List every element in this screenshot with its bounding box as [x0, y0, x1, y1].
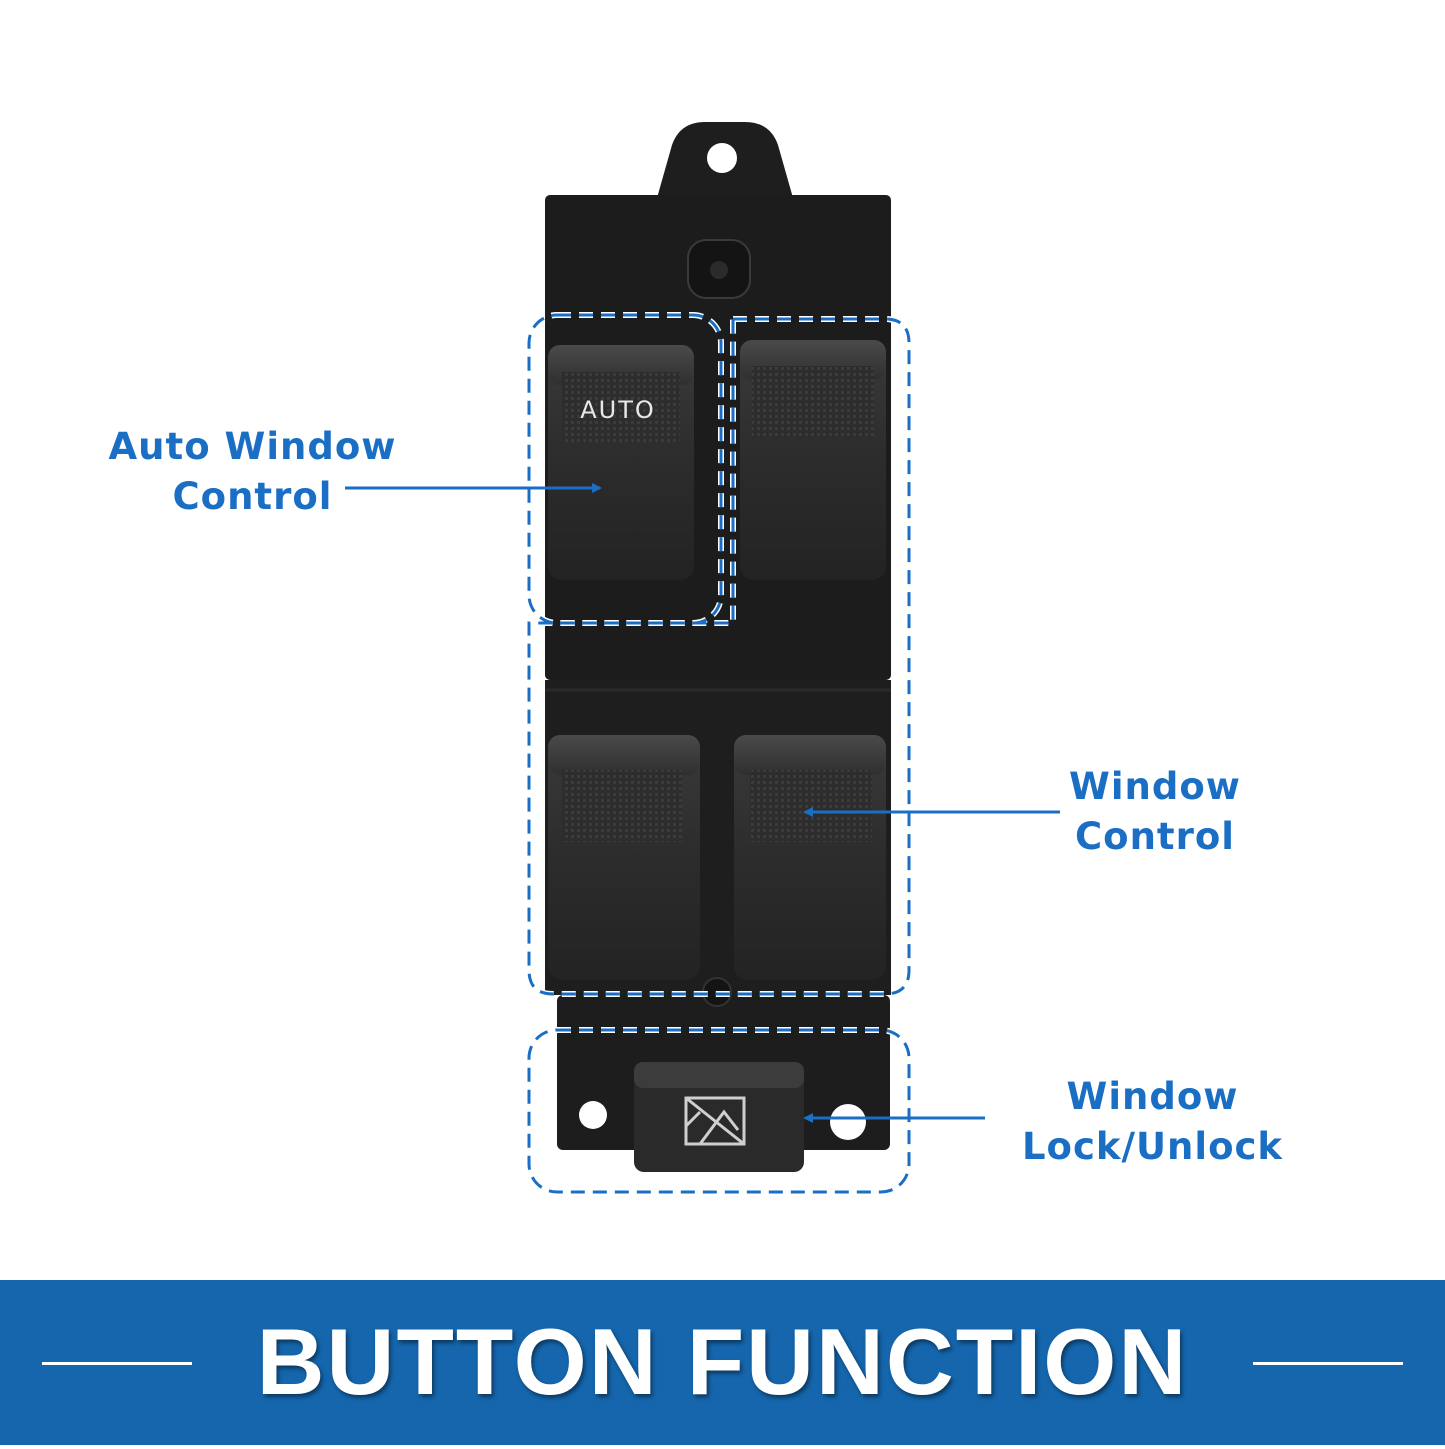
window-lock-button[interactable]	[634, 1062, 804, 1172]
window-control-callout: Window Control	[1040, 762, 1270, 862]
window-lock-callout-line1: Window	[1066, 1075, 1239, 1118]
auto-window-button[interactable]	[548, 345, 694, 580]
title-banner	[0, 1280, 1445, 1445]
auto-window-callout-line2: Control	[172, 475, 333, 518]
auto-window-callout-line1: Auto Window	[108, 425, 397, 468]
window-control-button-bottom-right[interactable]	[734, 735, 886, 980]
window-control-region	[527, 317, 911, 996]
window-lock-callout: Window Lock/Unlock	[1010, 1072, 1295, 1172]
window-control-button-top-right[interactable]	[740, 340, 886, 580]
window-lock-callout-line2: Lock/Unlock	[1021, 1125, 1284, 1168]
window-control-button-bottom-left[interactable]	[548, 735, 700, 980]
base-hole-left	[579, 1101, 607, 1129]
banner-line-left	[42, 1362, 192, 1365]
mounting-hole	[707, 143, 737, 173]
auto-label: AUTO	[580, 396, 656, 424]
window-control-callout-line2: Control	[1075, 815, 1235, 858]
banner-line-right	[1253, 1362, 1403, 1365]
auto-window-region	[527, 313, 723, 625]
base-hole-right	[830, 1104, 866, 1140]
banner-title: BUTTON FUNCTION	[256, 1309, 1189, 1414]
window-control-callout-line1: Window	[1069, 765, 1241, 808]
window-lock-icon	[684, 1096, 746, 1146]
window-lock-region	[527, 1028, 911, 1194]
auto-window-callout: Auto Window Control	[95, 422, 410, 522]
